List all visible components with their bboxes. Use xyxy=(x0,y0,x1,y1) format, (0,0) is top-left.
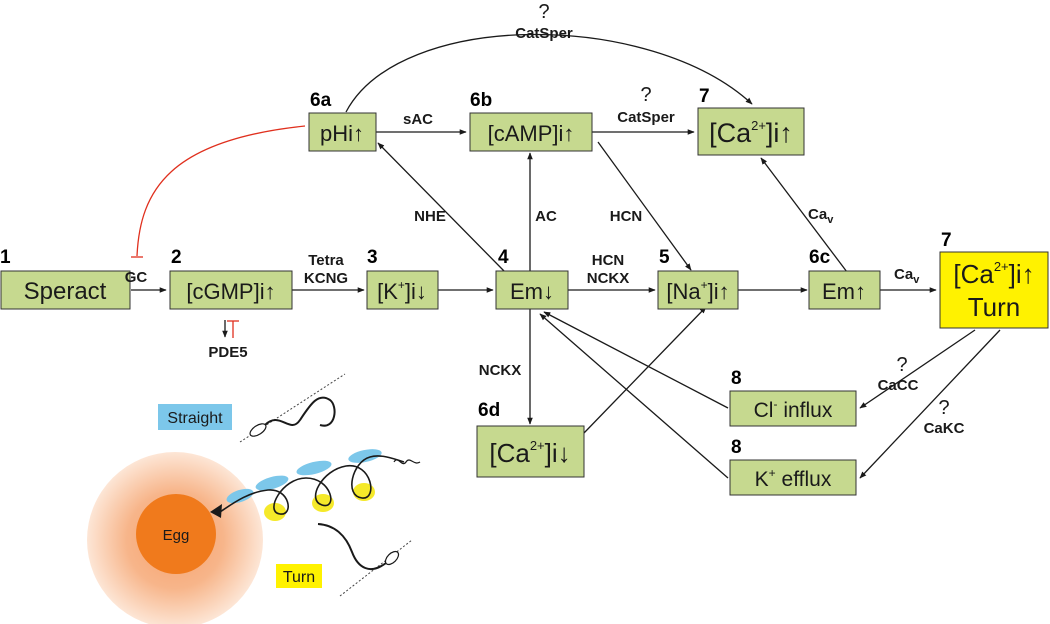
node-phi-label: pHi↑ xyxy=(320,121,364,146)
label-catsper-top: CatSper xyxy=(515,25,573,42)
node-ca-down-box xyxy=(476,425,585,478)
trajectory-wiggle xyxy=(393,459,421,465)
node-number-7-turn: 7 xyxy=(941,230,952,251)
node-cl-influx-box xyxy=(729,390,857,427)
label-ac: AC xyxy=(535,208,557,225)
label-q-catsper-top: ? xyxy=(538,1,549,23)
node-ca-turn-label: [Ca2+]i↑ xyxy=(953,259,1034,289)
label-q-catsper-mid: ? xyxy=(640,84,651,106)
edge-caturn-cl xyxy=(859,329,976,409)
node-number-8-cl: 8 xyxy=(731,368,742,389)
label-q-cacc: ? xyxy=(896,354,907,376)
label-nckx-down: NCKX xyxy=(479,362,522,379)
blue-head-3 xyxy=(255,475,289,491)
label-kcng: KCNG xyxy=(304,270,348,287)
edges xyxy=(131,33,1001,479)
edge-cl-em xyxy=(543,311,729,409)
node-em-down-box xyxy=(495,270,569,310)
label-sac: sAC xyxy=(403,111,433,128)
label-cacc: CaCC xyxy=(878,377,919,394)
yellow-tail-2 xyxy=(312,494,334,512)
node-k-label: [K+]i↓ xyxy=(377,278,427,304)
label-catsper-mid: CatSper xyxy=(617,109,675,126)
node-number-6d: 6d xyxy=(478,400,500,421)
node-camp-box xyxy=(469,112,593,152)
straight-label: Straight xyxy=(167,410,223,427)
edge-cadown-na xyxy=(583,306,707,434)
node-ca-top-label: [Ca2+]i↑ xyxy=(709,118,793,148)
inhibit-phi-gc xyxy=(136,125,306,257)
label-tetra: Tetra xyxy=(308,252,344,269)
node-na-label: [Na+]i↑ xyxy=(666,278,729,304)
edge-caturn-kefflux xyxy=(859,329,1001,479)
turn-trajectory-arrowhead xyxy=(210,504,222,518)
label-nhe: NHE xyxy=(414,208,446,225)
node-cgmp-box xyxy=(169,270,293,310)
label-cav-diag: Cav xyxy=(808,206,834,226)
node-cl-influx-label: Cl- influx xyxy=(754,397,833,422)
node-ca-turn-line2: Turn xyxy=(968,292,1021,322)
node-k-efflux-box xyxy=(729,459,857,496)
node-em-up-box xyxy=(808,270,881,310)
node-number-5: 5 xyxy=(659,247,670,268)
label-cav-horizontal: Cav xyxy=(894,266,920,286)
node-number-6c: 6c xyxy=(809,247,831,268)
label-hcn-mid: HCN xyxy=(592,252,625,269)
node-k-efflux-label: K+ efflux xyxy=(755,466,832,491)
label-gc: GC xyxy=(125,269,148,286)
turn-trajectory xyxy=(219,455,405,515)
straight-label-bg xyxy=(158,404,232,430)
egg-core xyxy=(136,494,216,574)
edge-labels: GC Tetra KCNG HCN NCKX NHE AC sAC HCN ? … xyxy=(125,1,965,437)
inhibition-edges xyxy=(131,125,306,338)
node-ca-turn-box xyxy=(939,251,1049,329)
turn-label: Turn xyxy=(283,569,315,586)
turn-label-bg xyxy=(276,564,322,588)
node-number-7-top: 7 xyxy=(699,86,710,107)
label-hcn-diag: HCN xyxy=(610,208,643,225)
blue-head-4 xyxy=(226,488,254,504)
node-speract-label: Speract xyxy=(24,278,107,305)
node-speract-box xyxy=(0,270,131,310)
edge-kefflux-em xyxy=(539,313,729,479)
node-ca-top-box xyxy=(697,107,805,156)
sperm-egg-inset: Egg Straight Turn xyxy=(87,373,421,624)
node-em-down-label: Em↓ xyxy=(510,279,554,304)
node-phi-box xyxy=(308,112,377,152)
node-number-6b: 6b xyxy=(470,90,492,111)
blue-head-1 xyxy=(348,449,382,463)
node-k-box xyxy=(366,270,439,310)
edge-emup-catop xyxy=(760,157,848,273)
blue-head-2 xyxy=(296,460,332,476)
node-camp-label: [cAMP]i↑ xyxy=(488,121,575,146)
node-number-6a: 6a xyxy=(310,90,332,111)
node-number-3: 3 xyxy=(367,247,378,268)
label-cakc: CaKC xyxy=(924,420,965,437)
label-nckx-mid: NCKX xyxy=(587,270,630,287)
nodes: 1 Speract 2 [cGMP]i↑ 3 [K+]i↓ 4 Em↓ 5 [N… xyxy=(0,86,1049,496)
egg-label: Egg xyxy=(163,527,190,544)
label-pde5: PDE5 xyxy=(208,344,247,361)
node-cgmp-label: [cGMP]i↑ xyxy=(186,279,275,304)
node-na-box xyxy=(657,270,739,310)
node-em-up-label: Em↑ xyxy=(822,279,866,304)
node-ca-down-label: [Ca2+]i↓ xyxy=(489,438,570,468)
edge-camp-na xyxy=(597,141,692,271)
edge-phi-catop-arc xyxy=(345,33,753,113)
label-q-cakc: ? xyxy=(938,397,949,419)
node-number-2: 2 xyxy=(171,247,182,268)
turn-sperm-tail xyxy=(317,523,387,571)
edge-em-phi xyxy=(377,142,506,273)
node-number-1: 1 xyxy=(0,247,11,268)
node-number-4: 4 xyxy=(498,247,509,268)
straight-sperm-tail xyxy=(264,396,336,427)
node-number-8-k: 8 xyxy=(731,437,742,458)
